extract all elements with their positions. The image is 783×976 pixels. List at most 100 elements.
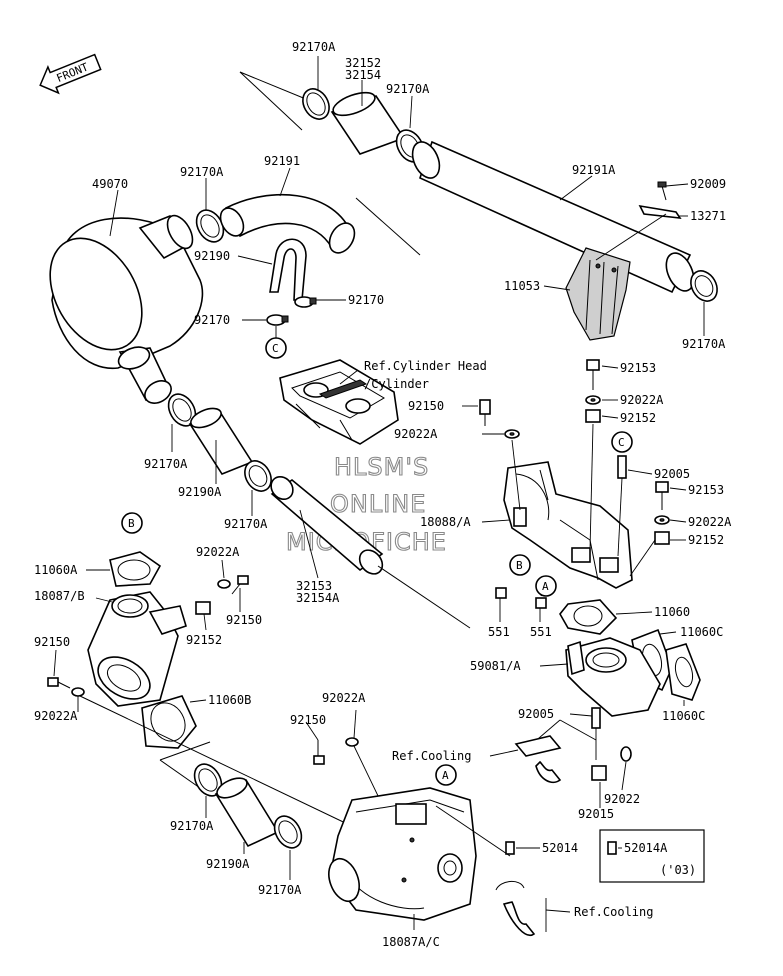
ref-cylinder-head-label: Ref.Cylinder Head: [364, 359, 487, 373]
svg-text:C: C: [618, 436, 625, 449]
sleeve-92190a-bl: [214, 777, 280, 848]
leader-lines: [53, 56, 705, 932]
label-32152: 32152: [345, 56, 381, 70]
label-92170a: 92170A: [170, 819, 214, 833]
label-92022: 92022: [604, 792, 640, 806]
label-92170a: 92170A: [180, 165, 224, 179]
label-92009: 92009: [690, 177, 726, 191]
ref-cylinder-label: /Cylinder: [364, 377, 429, 391]
svg-text:B: B: [516, 559, 523, 572]
bolt-92150-left: [231, 575, 249, 595]
label-92170a: 92170A: [292, 40, 336, 54]
washer-92022a-farleft: [71, 687, 85, 697]
plate-13271: [638, 204, 682, 219]
label-11060a: 11060A: [34, 563, 78, 577]
label-92170a: 92170A: [682, 337, 726, 351]
label-92005: 92005: [518, 707, 554, 721]
svg-text:C: C: [272, 342, 279, 355]
dowel-551-b: [535, 597, 547, 609]
assembly-line-top2: [239, 71, 303, 131]
label-92190a: 92190A: [206, 857, 250, 871]
label-18088a: 18088/A: [420, 515, 471, 529]
label-92190a: 92190A: [178, 485, 222, 499]
watermark-line2: ONLINE: [330, 490, 426, 518]
label-92170a: 92170A: [386, 82, 430, 96]
washer-92022a-right: [585, 395, 601, 405]
cooling-hose-upper: [514, 735, 562, 784]
label-59081a: 59081/A: [470, 659, 521, 673]
label-92150: 92150: [34, 635, 70, 649]
bolt-92150-lower: [313, 740, 325, 765]
dowel-551-a: [495, 587, 507, 599]
lead-plate: [595, 213, 667, 261]
plug-92015: [591, 765, 607, 781]
note-box-52014a: [599, 829, 705, 883]
collar-92152-left: [195, 601, 211, 615]
sleeve-92190a-mid: [188, 407, 254, 475]
bolt-92153-upper: [586, 359, 600, 390]
label-92152: 92152: [186, 633, 222, 647]
label-11060c: 11060C: [662, 709, 705, 723]
callout-c1: C: [265, 337, 287, 359]
ref-cooling-label: Ref.Cooling: [392, 749, 471, 763]
ref-cooling-label-2: Ref.Cooling: [574, 905, 653, 919]
label-92150: 92150: [290, 713, 326, 727]
assembly-line-left3: [159, 759, 201, 789]
washer-92022a-upper: [504, 429, 520, 439]
clamp-92170a-top: [302, 88, 330, 120]
svg-text:B: B: [128, 517, 135, 530]
label-92191a: 92191A: [572, 163, 616, 177]
svg-text:A: A: [542, 580, 549, 593]
label-92152: 92152: [620, 411, 656, 425]
label-11060c: 11060C: [680, 625, 723, 639]
label-92170a: 92170A: [224, 517, 268, 531]
washer-92022a-lower2: [345, 737, 359, 747]
label-92022a: 92022A: [394, 427, 438, 441]
year-note: ('03): [660, 863, 696, 877]
label-92022a: 92022A: [196, 545, 240, 559]
label-92022a: 92022A: [322, 691, 366, 705]
label-551: 551: [488, 625, 510, 639]
label-92153: 92153: [620, 361, 656, 375]
muffler-49070: [49, 214, 204, 404]
bolt-92009: [657, 181, 667, 201]
svg-text:A: A: [442, 769, 449, 782]
label-92170: 92170: [348, 293, 384, 307]
stud-92005-upper: [617, 455, 627, 479]
clamp-92170-right: [294, 296, 317, 308]
label-92022a: 92022A: [688, 515, 732, 529]
lead-stud-1: [589, 423, 594, 551]
front-direction-arrow: FRONT: [39, 53, 102, 95]
label-11060b: 11060B: [208, 693, 251, 707]
label-11060: 11060: [654, 605, 690, 619]
bracket-11053: [565, 247, 631, 341]
collar-92152-upper: [585, 409, 601, 423]
gasket-11060a: [109, 551, 162, 587]
lead-collar: [629, 539, 656, 577]
hose-92190: [269, 238, 307, 301]
lead-manifold: [559, 719, 597, 741]
cylinder-head: [279, 359, 399, 445]
label-52014: 52014: [542, 841, 578, 855]
gasket-11060b: [141, 695, 197, 749]
label-92005: 92005: [654, 467, 690, 481]
clamp-92170-left: [266, 314, 289, 326]
label-92170a: 92170A: [258, 883, 302, 897]
label-49070: 49070: [92, 177, 128, 191]
lead-waterbox: [435, 805, 511, 857]
stud-92005-lower: [591, 707, 601, 729]
label-92022a: 92022A: [620, 393, 664, 407]
bolt-92150-upper: [479, 399, 491, 426]
label-92022a: 92022A: [34, 709, 78, 723]
hose-92191: [219, 193, 356, 254]
clamp-92170a-mid2: [244, 460, 272, 492]
lead-lower-bolt: [353, 745, 381, 801]
label-92170a: 92170A: [144, 457, 188, 471]
gasket-11060c-b: [665, 643, 701, 701]
label-18087b: 18087/B: [34, 589, 85, 603]
callout-c2: C: [611, 431, 633, 453]
label-92015: 92015: [578, 807, 614, 821]
label-32154: 32154: [345, 68, 381, 82]
washer-92022a-lower: [654, 515, 670, 525]
assembly-line-left2: [159, 741, 211, 761]
